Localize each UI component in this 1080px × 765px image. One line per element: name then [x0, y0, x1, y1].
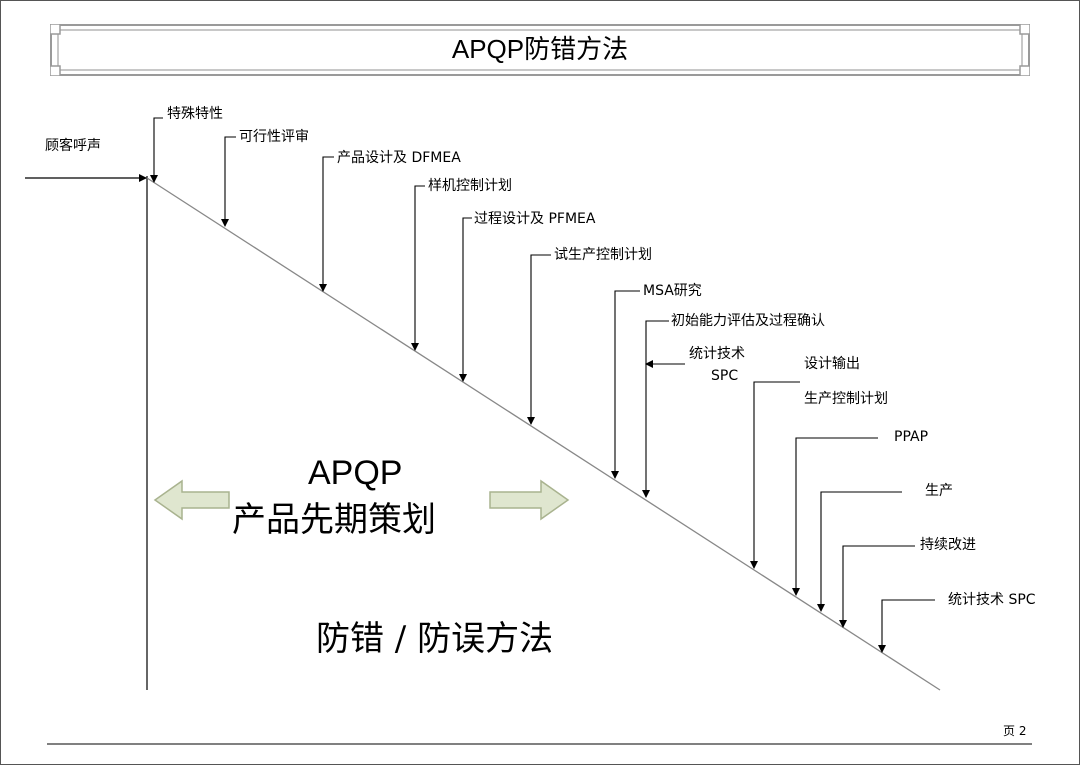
title-banner [50, 24, 1030, 76]
method-heading: 防错 / 防误方法 [316, 619, 554, 659]
leader-10 [750, 381, 800, 569]
milestone-label: 过程设计及 PFMEA [474, 211, 596, 227]
apqp-heading: APQP [308, 454, 403, 492]
leader-6 [527, 254, 551, 425]
page-number: 页 2 [1003, 724, 1027, 738]
leader-3 [319, 156, 334, 292]
milestone-label: 统计技术 SPC [948, 592, 1036, 608]
milestone-label: 特殊特性 [167, 106, 223, 122]
leader-4 [411, 185, 425, 351]
right-block-arrow [489, 479, 570, 521]
milestone-label: 持续改进 [920, 537, 976, 553]
milestone-label: 样机控制计划 [428, 178, 512, 194]
milestone-label: MSA研究 [643, 283, 702, 299]
milestone-label: 产品设计及 DFMEA [337, 150, 461, 166]
leader-1 [150, 117, 163, 183]
page-title: APQP防错方法 [451, 34, 629, 64]
input-label: 顾客呼声 [45, 138, 101, 154]
apqp-subtitle: 产品先期策划 [232, 500, 436, 540]
milestone-label: SPC [711, 368, 739, 384]
leader-11 [792, 437, 878, 596]
leader-2 [221, 136, 236, 227]
milestone-label: 可行性评审 [239, 129, 309, 145]
milestone-label: 试生产控制计划 [554, 247, 652, 263]
milestone-label: PPAP [894, 429, 929, 445]
leader-14 [878, 599, 935, 653]
milestone-label: 设计输出 [804, 356, 860, 372]
left-block-arrow [153, 479, 230, 521]
leader-13 [839, 545, 915, 628]
milestone-label: 初始能力评估及过程确认 [671, 313, 825, 329]
leader-8 [642, 320, 669, 498]
leader-5 [459, 217, 472, 382]
leader-12 [817, 491, 902, 612]
leader-7 [611, 290, 640, 479]
milestone-label: 统计技术 [689, 346, 745, 362]
milestone-label: 生产 [925, 483, 953, 499]
timeline-diagonal [146, 177, 941, 691]
milestone-label: 生产控制计划 [804, 391, 888, 407]
